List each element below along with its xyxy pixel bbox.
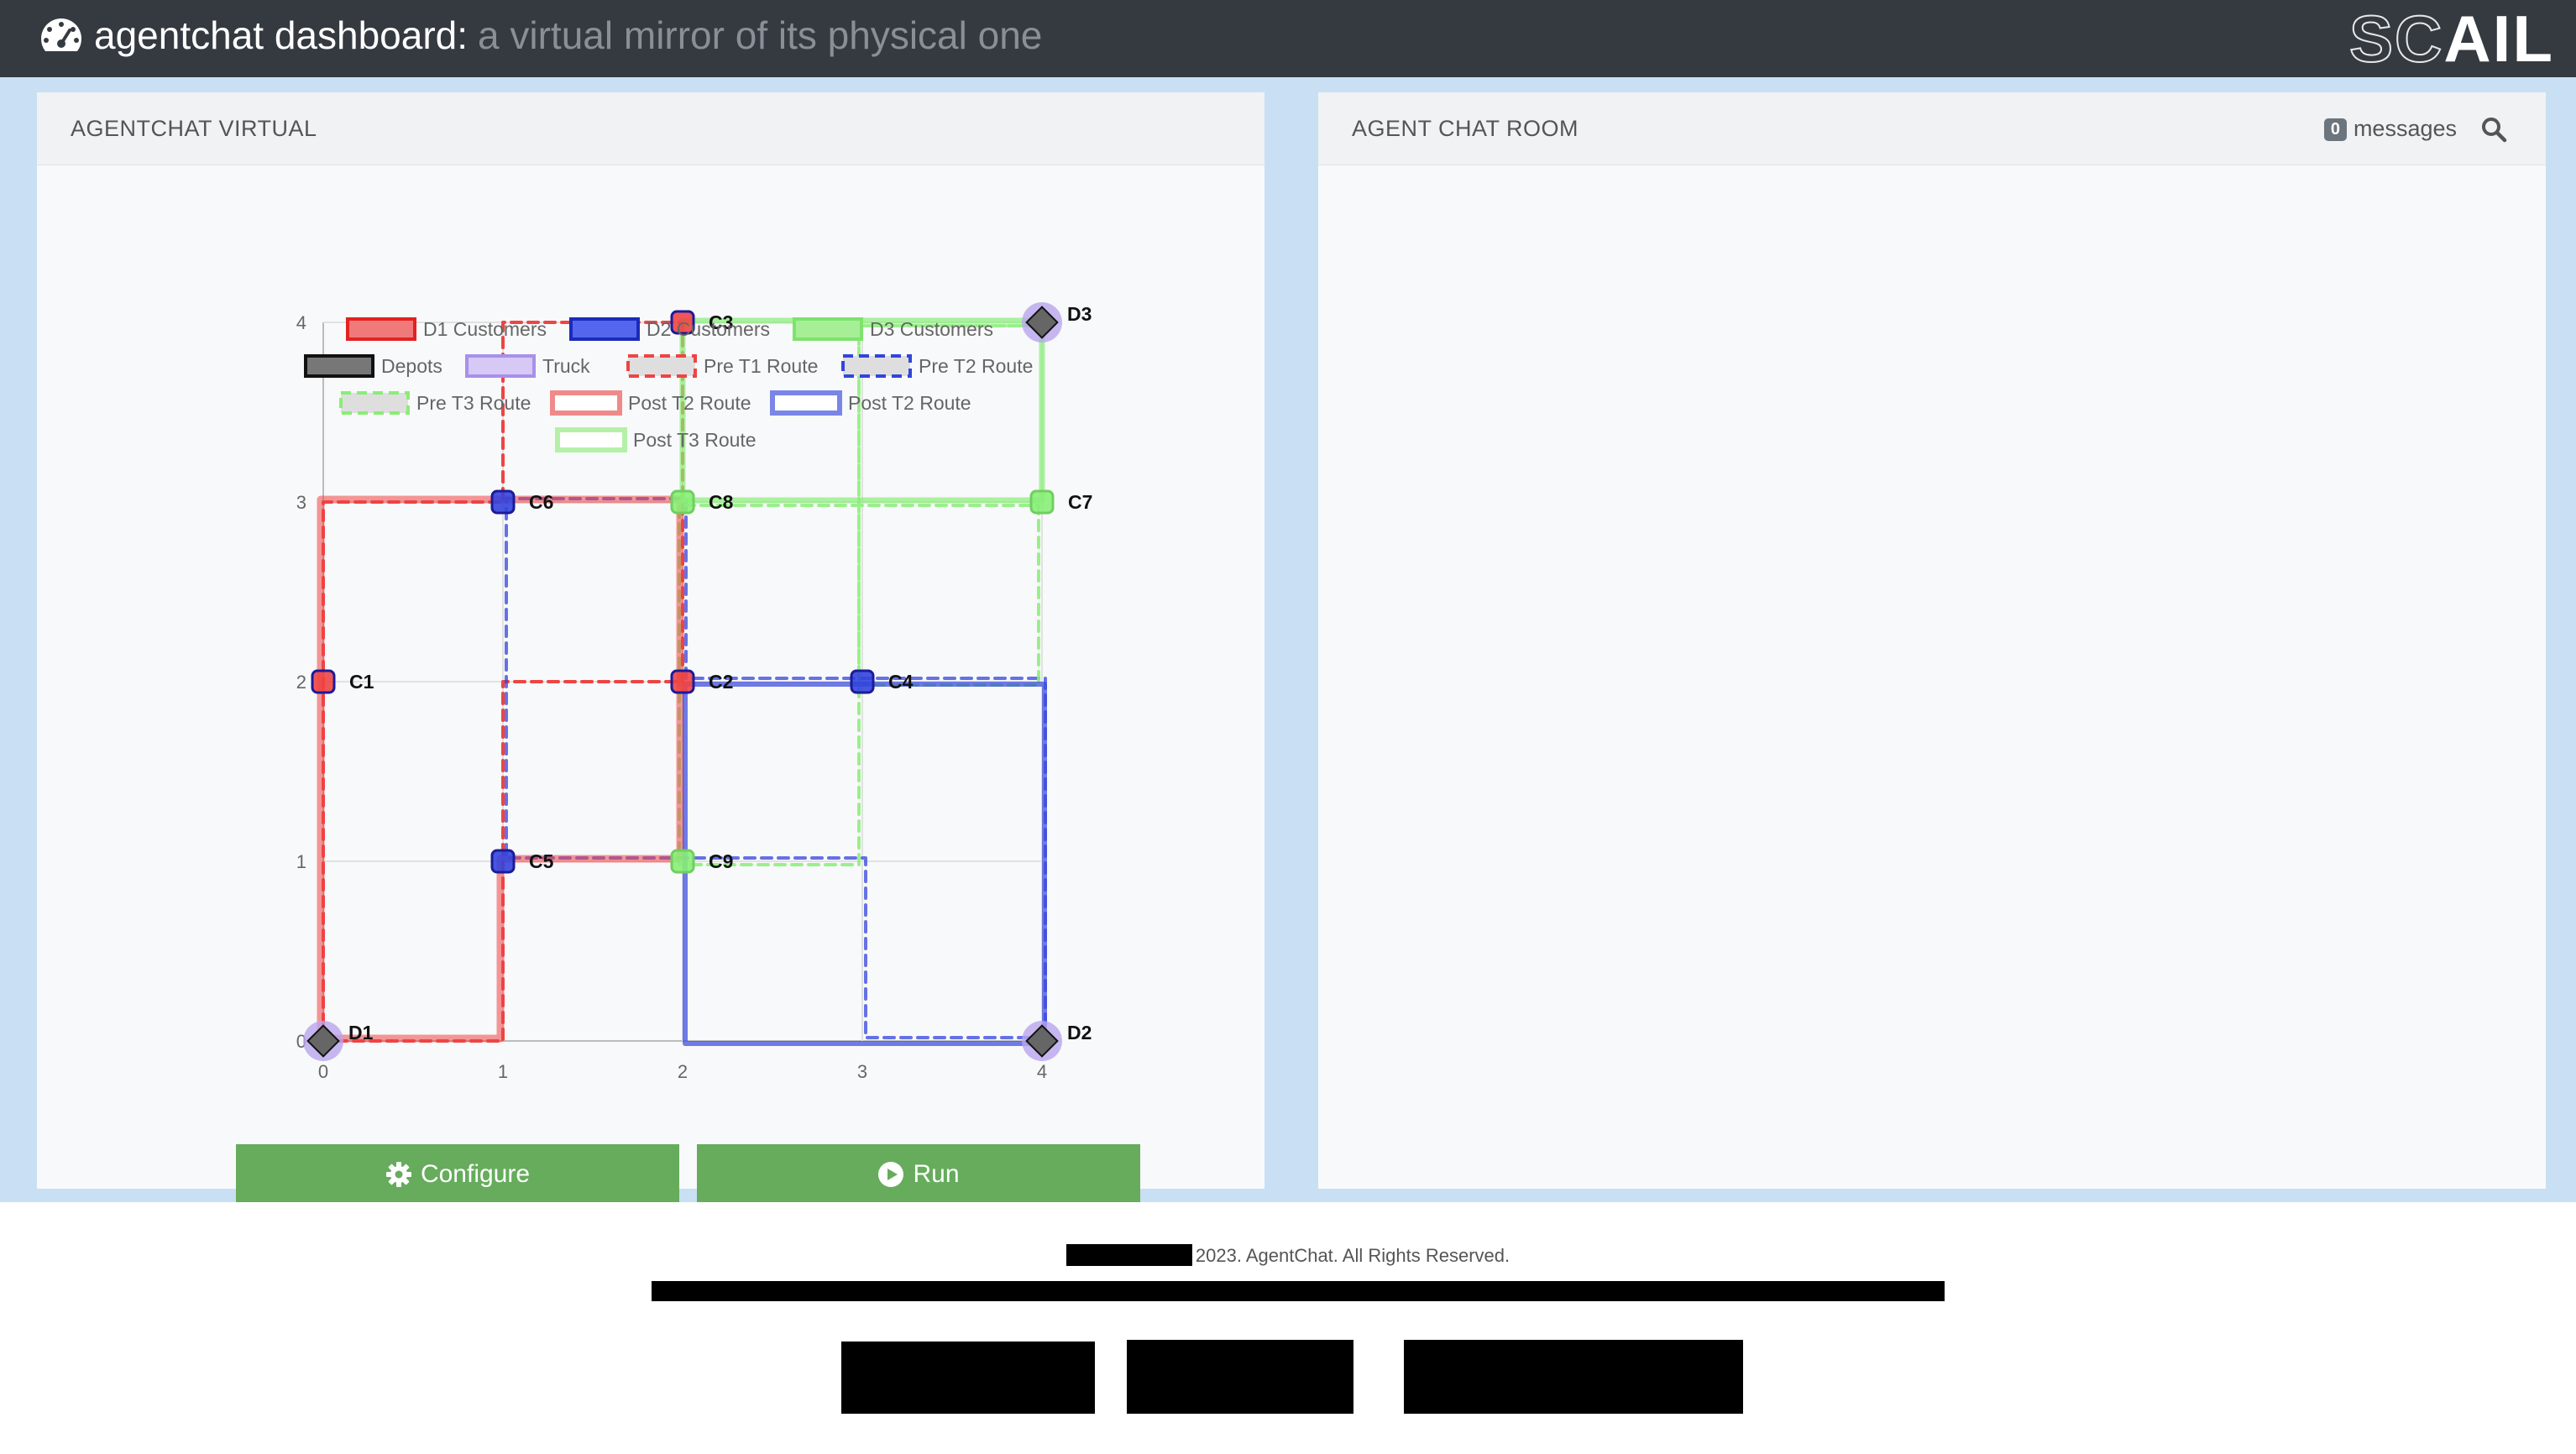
copyright-line: 2023. AgentChat. All Rights Reserved. (0, 1244, 2576, 1267)
customer-marker[interactable] (1029, 489, 1055, 515)
search-icon[interactable] (2480, 116, 2507, 143)
chat-room-title: AGENT CHAT ROOM (1352, 116, 1579, 141)
app-title-main: agentchat dashboard: (94, 13, 469, 57)
customer-marker[interactable] (490, 489, 516, 515)
route-pre2 (505, 497, 1047, 1039)
depot-label: D1 (348, 1022, 374, 1043)
redacted-bar (652, 1281, 1945, 1301)
customer-marker[interactable] (850, 669, 875, 694)
app-title: agentchat dashboard:a virtual mirror of … (94, 12, 1042, 59)
chat-message-area (1318, 165, 2546, 1189)
x-tick-label: 3 (857, 1061, 867, 1082)
legend-label[interactable]: Post T2 Route (848, 392, 971, 414)
legend-swatch[interactable] (793, 317, 863, 341)
configure-label: Configure (420, 1160, 531, 1188)
legend-label[interactable]: Post T2 Route (628, 392, 751, 414)
legend-swatch[interactable] (770, 390, 842, 416)
chat-room-header: AGENT CHAT ROOM 0 messages (1318, 92, 2546, 165)
customer-marker[interactable] (670, 669, 695, 694)
legend-swatch[interactable] (550, 390, 622, 416)
customer-marker[interactable] (490, 849, 516, 874)
copyright-text: 2023. AgentChat. All Rights Reserved. (1195, 1245, 1511, 1266)
customer-marker[interactable] (670, 849, 695, 874)
virtual-panel-title: AGENTCHAT VIRTUAL (71, 116, 317, 141)
virtual-panel-header: AGENTCHAT VIRTUAL (37, 92, 1264, 165)
x-tick-label: 1 (498, 1061, 508, 1082)
customer-label: C1 (349, 671, 374, 693)
customer-label: C6 (529, 491, 553, 513)
customer-label: C8 (709, 491, 734, 513)
legend-swatch[interactable] (626, 354, 697, 378)
customer-label: C2 (709, 671, 733, 693)
legend-swatch[interactable] (465, 354, 536, 378)
legend-label[interactable]: Depots (381, 355, 442, 377)
y-tick-label: 3 (296, 492, 306, 513)
depot-label: D3 (1067, 303, 1092, 325)
depot-marker (1025, 1024, 1059, 1058)
y-tick-label: 4 (296, 312, 306, 333)
x-tick-label: 0 (318, 1061, 328, 1082)
redacted-link-2[interactable] (1127, 1340, 1353, 1414)
legend-swatch[interactable] (339, 391, 410, 415)
customer-marker[interactable] (311, 669, 336, 694)
customer-label: C9 (709, 850, 733, 872)
redacted-block (1065, 1244, 1192, 1266)
messages-label: messages (2353, 116, 2457, 141)
top-navbar: agentchat dashboard:a virtual mirror of … (0, 0, 2576, 77)
app-subtitle: a virtual mirror of its physical one (478, 13, 1043, 57)
x-tick-label: 2 (678, 1061, 688, 1082)
y-tick-label: 2 (296, 672, 306, 693)
legend-label[interactable]: D1 Customers (423, 318, 547, 340)
message-count-badge: 0 (2323, 118, 2347, 141)
logo-part-outline: SC (2348, 2, 2444, 76)
depot-marker (306, 1024, 340, 1058)
legend-swatch[interactable] (304, 354, 374, 378)
legend-label[interactable]: Pre T2 Route (919, 355, 1033, 377)
scail-logo: SCAIL (2348, 2, 2554, 76)
depot-label: D2 (1067, 1022, 1092, 1043)
customer-marker[interactable] (670, 310, 695, 335)
run-label: Run (913, 1160, 960, 1188)
legend-label[interactable]: Pre T1 Route (704, 355, 818, 377)
depot-marker (1025, 306, 1059, 339)
y-tick-label: 1 (296, 851, 306, 872)
customer-label: C4 (888, 671, 914, 693)
gear-icon (385, 1162, 411, 1187)
legend-label[interactable]: Truck (542, 355, 590, 377)
customer-label: C3 (709, 311, 733, 333)
configure-button[interactable]: Configure (236, 1144, 679, 1205)
play-circle-icon (878, 1162, 904, 1187)
customer-marker[interactable] (670, 489, 695, 515)
redacted-link-3[interactable] (1404, 1340, 1743, 1414)
page-footer: 2023. AgentChat. All Rights Reserved. (0, 1202, 2576, 1454)
legend-label[interactable]: Post T3 Route (633, 429, 757, 451)
run-button[interactable]: Run (697, 1144, 1140, 1205)
legend-label[interactable]: D3 Customers (870, 318, 993, 340)
redacted-link-1[interactable] (841, 1342, 1095, 1414)
route-post1 (317, 495, 684, 1043)
customer-label: C7 (1068, 491, 1092, 513)
agent-chat-room-panel: AGENT CHAT ROOM 0 messages (1318, 92, 2546, 1189)
legend-swatch[interactable] (841, 354, 912, 378)
legend-swatch[interactable] (555, 427, 627, 452)
legend-label[interactable]: Pre T3 Route (416, 392, 531, 414)
legend-label[interactable]: D2 Customers (647, 318, 770, 340)
customer-label: C5 (529, 850, 554, 872)
x-tick-label: 4 (1037, 1061, 1047, 1082)
message-counter: 0 messages (2323, 116, 2457, 142)
dashboard-gauge-icon (40, 18, 82, 51)
route-pre3 (678, 324, 1040, 866)
legend-swatch[interactable] (569, 317, 640, 341)
logo-part-solid: AIL (2443, 2, 2554, 76)
legend-swatch[interactable] (346, 317, 416, 341)
